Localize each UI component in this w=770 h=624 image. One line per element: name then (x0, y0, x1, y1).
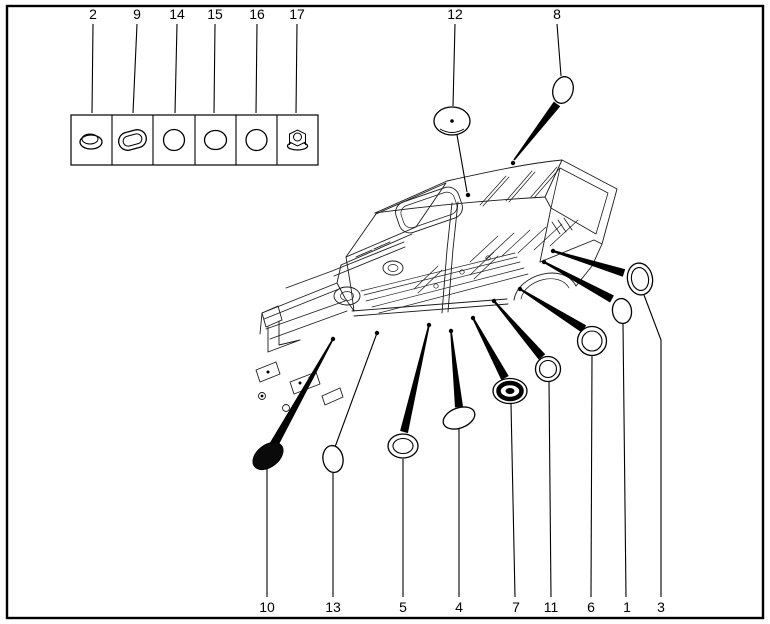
leader-wedge-1 (543, 261, 614, 303)
legend-dividers (111, 115, 278, 165)
callout-label-8: 8 (553, 6, 561, 22)
plug-5-double-ring (387, 433, 419, 459)
grommet-location-dots (330, 160, 556, 342)
dome-plug-icon (79, 133, 103, 150)
plug-8-oval (552, 76, 574, 104)
callout-label-11: 11 (544, 599, 559, 615)
callout-label-9: 9 (133, 6, 141, 22)
callout-label-12: 12 (447, 6, 463, 22)
legend-leader-line (91, 23, 94, 114)
legend-leader-line (213, 23, 216, 114)
leader-wedge-6 (519, 288, 587, 333)
legend-leader-line (132, 23, 138, 114)
callout-label-13: 13 (325, 599, 341, 615)
callout-label-7: 7 (512, 599, 520, 615)
leader-wedge-10 (268, 338, 334, 451)
leader-line-7 (510, 403, 516, 598)
round-plug-icon (203, 129, 228, 151)
callout-label-10: 10 (259, 599, 275, 615)
oval-grommet-icon (118, 129, 147, 151)
callout-labels: 2 9 14 15 16 17 12 8 10 13 5 4 7 11 6 1 … (89, 6, 665, 615)
leader-wedge-3 (552, 250, 626, 277)
legend-leader-line (255, 23, 258, 114)
plug-13-oval (322, 444, 344, 474)
flange-nut-icon (286, 129, 309, 151)
callout-label-5: 5 (399, 599, 407, 615)
plug-3-double-ring-oval (626, 262, 654, 296)
callout-label-4: 4 (455, 599, 463, 615)
leader-lines (266, 23, 662, 598)
plug-10-solid-oval (252, 441, 284, 471)
plug-4-oval-pad (442, 406, 476, 430)
callout-label-1: 1 (623, 599, 631, 615)
plug-12-round-with-pin (433, 106, 471, 136)
leader-line-13 (334, 332, 378, 448)
callout-label-15: 15 (207, 6, 223, 22)
leader-wedge-5 (400, 324, 430, 434)
plug-1-oval (611, 297, 633, 325)
leader-line-11 (548, 381, 552, 598)
leader-wedge-11 (493, 300, 546, 360)
plug-6-double-ring (576, 325, 608, 357)
leader-wedge-7 (472, 317, 509, 380)
leader-wedge-4 (450, 330, 463, 408)
leader-line-6 (590, 355, 593, 598)
callout-label-3: 3 (657, 599, 665, 615)
plug-11-double-ring (534, 355, 562, 383)
plug-shapes (252, 76, 654, 474)
leader-line-12 (452, 23, 468, 193)
car-body-illustration (255, 159, 618, 412)
legend-leader-line (295, 23, 298, 114)
leader-line-8 (556, 23, 562, 77)
callout-label-14: 14 (169, 6, 185, 22)
leader-line-1 (622, 323, 627, 598)
callout-label-2: 2 (89, 6, 97, 22)
callout-label-17: 17 (289, 6, 305, 22)
leader-line-3 (643, 294, 662, 597)
callout-label-6: 6 (587, 599, 595, 615)
legend-leader-line (174, 23, 178, 114)
plug-7-multi-ring-grommet (492, 377, 528, 405)
legend-box (70, 23, 319, 166)
page-border (5, 4, 765, 620)
round-plug-icon (162, 128, 186, 152)
leader-wedge-8 (513, 101, 561, 161)
callout-label-16: 16 (249, 6, 265, 22)
round-plug-icon (245, 128, 268, 152)
